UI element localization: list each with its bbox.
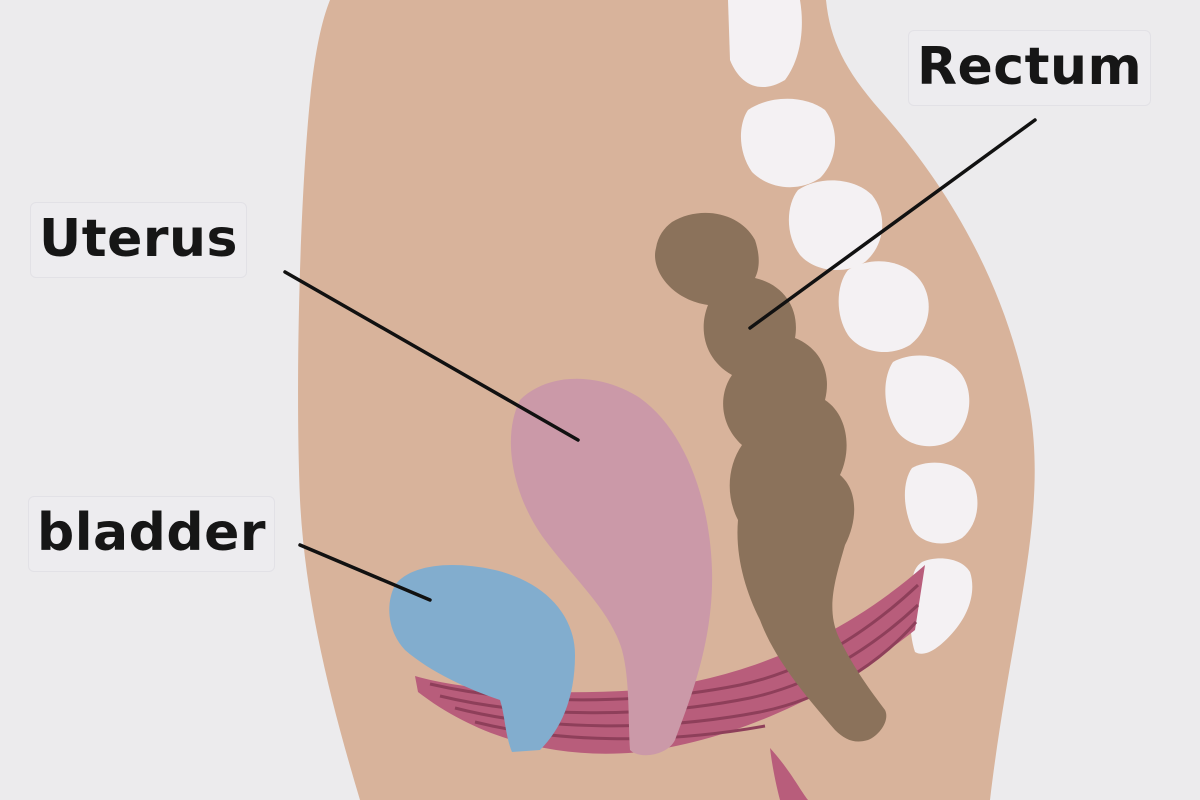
vertebra-6 — [904, 462, 978, 544]
bladder-leader-line — [298, 543, 432, 602]
bladder-organ — [389, 565, 575, 752]
uterus-label: Uterus — [30, 202, 247, 278]
uterus-leader-line — [283, 270, 580, 442]
vertebra-1 — [728, 0, 802, 88]
spine — [728, 0, 978, 654]
uterus-organ — [510, 378, 713, 756]
vertebra-3 — [788, 180, 883, 271]
vertebra-2 — [740, 98, 836, 188]
vertebra-4 — [838, 261, 929, 353]
rectum-label: Rectum — [908, 30, 1152, 106]
vertebra-5 — [885, 355, 970, 447]
bladder-label: bladder — [28, 496, 275, 572]
rectum-leader-line — [748, 118, 1037, 330]
vertebra-7 — [910, 558, 973, 654]
rectum-organ — [655, 212, 887, 742]
